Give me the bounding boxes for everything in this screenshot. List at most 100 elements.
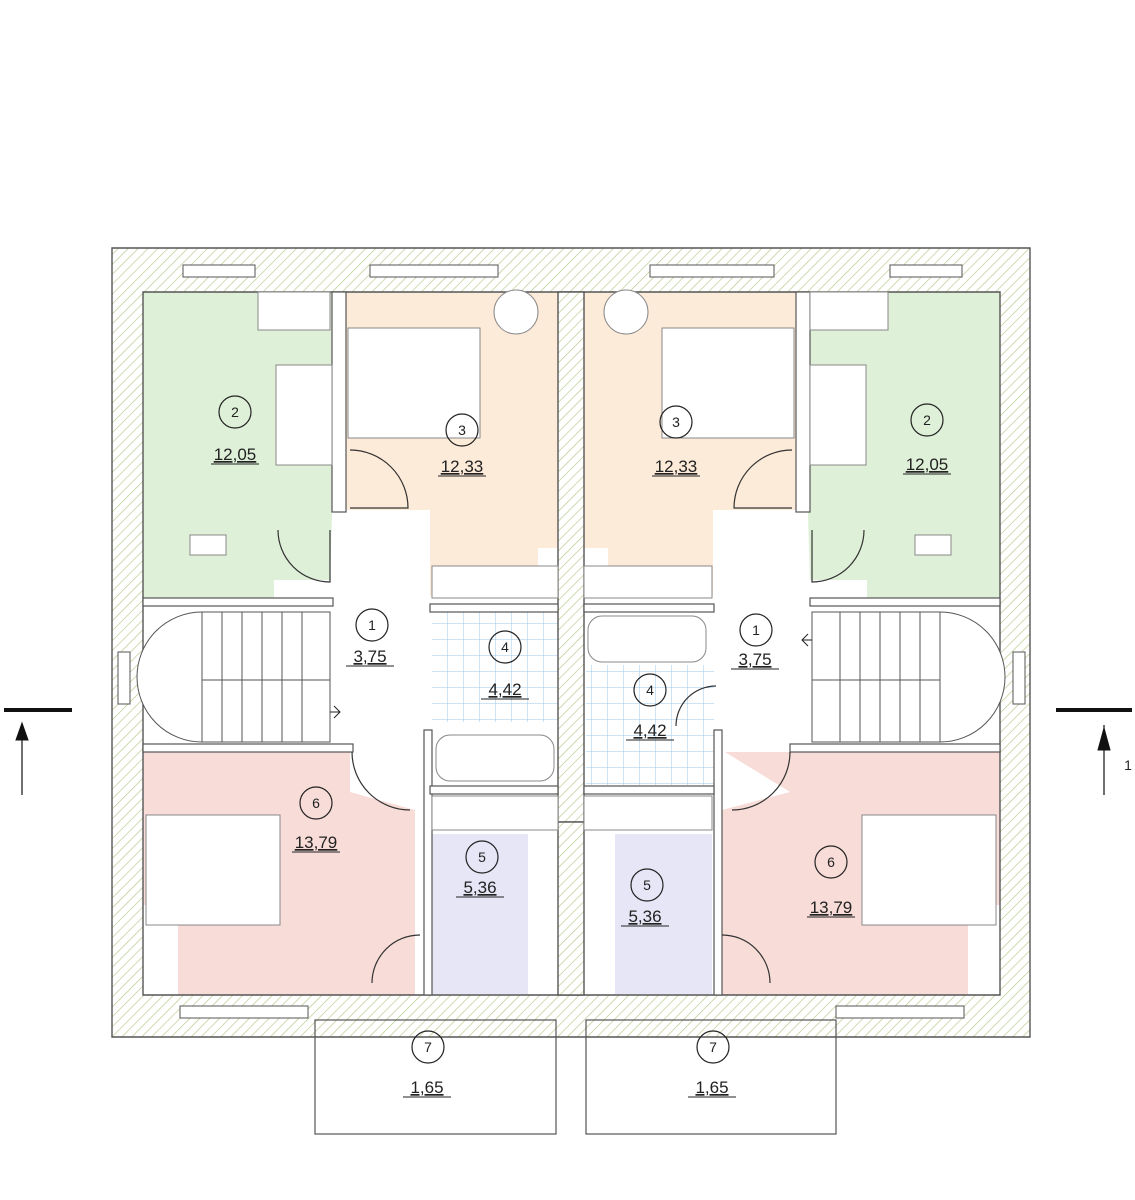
room-number-circle	[445, 413, 479, 447]
room-number-circle	[814, 845, 848, 879]
room-area: 4,42	[488, 680, 521, 699]
wardrobe	[257, 291, 331, 331]
balconies	[314, 1019, 837, 1135]
wall	[789, 743, 1001, 753]
bath-4-left-tile	[432, 612, 558, 722]
stair-outline	[136, 611, 331, 743]
room-number: 7	[709, 1039, 717, 1055]
room-number-circle	[299, 786, 333, 820]
outer-wall	[111, 247, 1031, 1038]
room-number: 3	[458, 422, 466, 438]
room-number-circle	[355, 608, 389, 642]
section-mark-label: 1	[1124, 757, 1132, 773]
door-arc	[721, 934, 771, 984]
room-area: 4,42	[633, 721, 666, 740]
section-marks: 1	[4, 708, 1132, 795]
room-number: 5	[643, 877, 651, 893]
room-label-right-1: 13,75	[731, 613, 779, 670]
room-label-left-5: 55,36	[456, 840, 504, 898]
door-arc	[675, 685, 717, 727]
room-6-right-fill	[722, 752, 1000, 995]
room-label-right-6: 613,79	[807, 845, 855, 918]
room-area: 12,05	[214, 445, 257, 464]
wall	[809, 597, 1001, 607]
window	[835, 1005, 965, 1019]
stair-arrow	[330, 705, 341, 719]
room-number: 4	[646, 682, 654, 698]
room-label-right-5: 55,36	[621, 868, 669, 927]
room-number: 6	[312, 795, 320, 811]
door-arc	[811, 529, 865, 583]
door-arc	[731, 751, 791, 811]
room-area: 3,75	[738, 650, 771, 669]
door-arc	[277, 529, 331, 583]
door-arc	[371, 934, 421, 984]
room-label-right-4: 44,42	[626, 673, 674, 741]
room-number-circle	[696, 1030, 730, 1064]
room-label-left-1: 13,75	[346, 608, 394, 667]
stair-arrow	[801, 633, 812, 647]
sofa-left	[275, 364, 333, 466]
bed-right-3	[661, 327, 795, 439]
party-wall-lower	[557, 821, 585, 996]
bath-4-right-tile	[586, 665, 714, 785]
room-area: 13,79	[295, 833, 338, 852]
room-5-left-fill	[430, 834, 528, 994]
room-label-left-7: 71,65	[403, 1030, 451, 1098]
window	[182, 264, 256, 278]
room-number: 1	[368, 617, 376, 633]
wardrobe	[431, 565, 559, 599]
exterior-walls	[111, 247, 1031, 1038]
wardrobe	[809, 291, 889, 331]
wall	[423, 729, 433, 996]
window	[1012, 651, 1026, 705]
room-number: 5	[478, 849, 486, 865]
bed-left-6	[145, 814, 281, 926]
room-area: 13,79	[810, 898, 853, 917]
room-number: 1	[752, 622, 760, 638]
window	[649, 264, 775, 278]
room-number-circle	[739, 613, 773, 647]
plant-left	[493, 289, 539, 335]
room-number: 4	[501, 639, 509, 655]
room-number-circle	[218, 395, 252, 429]
room-area: 3,75	[353, 647, 386, 666]
room-area: 12,33	[655, 457, 698, 476]
room-number-circle	[488, 630, 522, 664]
room-number-circle	[659, 405, 693, 439]
room-label-left-2: 212,05	[211, 395, 259, 465]
furniture	[145, 289, 997, 926]
room-number-circle	[465, 840, 499, 874]
wall	[795, 291, 811, 513]
room-area: 1,65	[410, 1078, 443, 1097]
door-arc	[733, 449, 793, 509]
chair	[914, 534, 952, 556]
party-wall	[557, 291, 585, 823]
room-number: 3	[672, 414, 680, 430]
balcony-left	[314, 1019, 557, 1135]
room-label-left-3: 312,33	[438, 413, 486, 477]
section-arrow-right	[1097, 726, 1111, 751]
bathtub-left	[435, 734, 555, 782]
room-area: 5,36	[628, 907, 661, 926]
wall	[713, 729, 723, 996]
wardrobe	[583, 795, 713, 831]
room-area: 5,36	[463, 878, 496, 897]
room-number: 2	[923, 412, 931, 428]
balcony-right	[585, 1019, 837, 1135]
stairs-right	[801, 611, 1006, 743]
room-label-left-6: 613,79	[292, 786, 340, 853]
room-number-circle	[411, 1030, 445, 1064]
wall	[142, 743, 354, 753]
room-number: 6	[827, 854, 835, 870]
room-label-right-3: 312,33	[652, 405, 700, 477]
wall	[429, 603, 559, 613]
bed-left-3	[347, 327, 481, 439]
room-area: 12,33	[441, 457, 484, 476]
room-number-circle	[910, 403, 944, 437]
stairs-left	[136, 611, 341, 743]
sofa-right	[809, 364, 867, 466]
window	[889, 264, 963, 278]
